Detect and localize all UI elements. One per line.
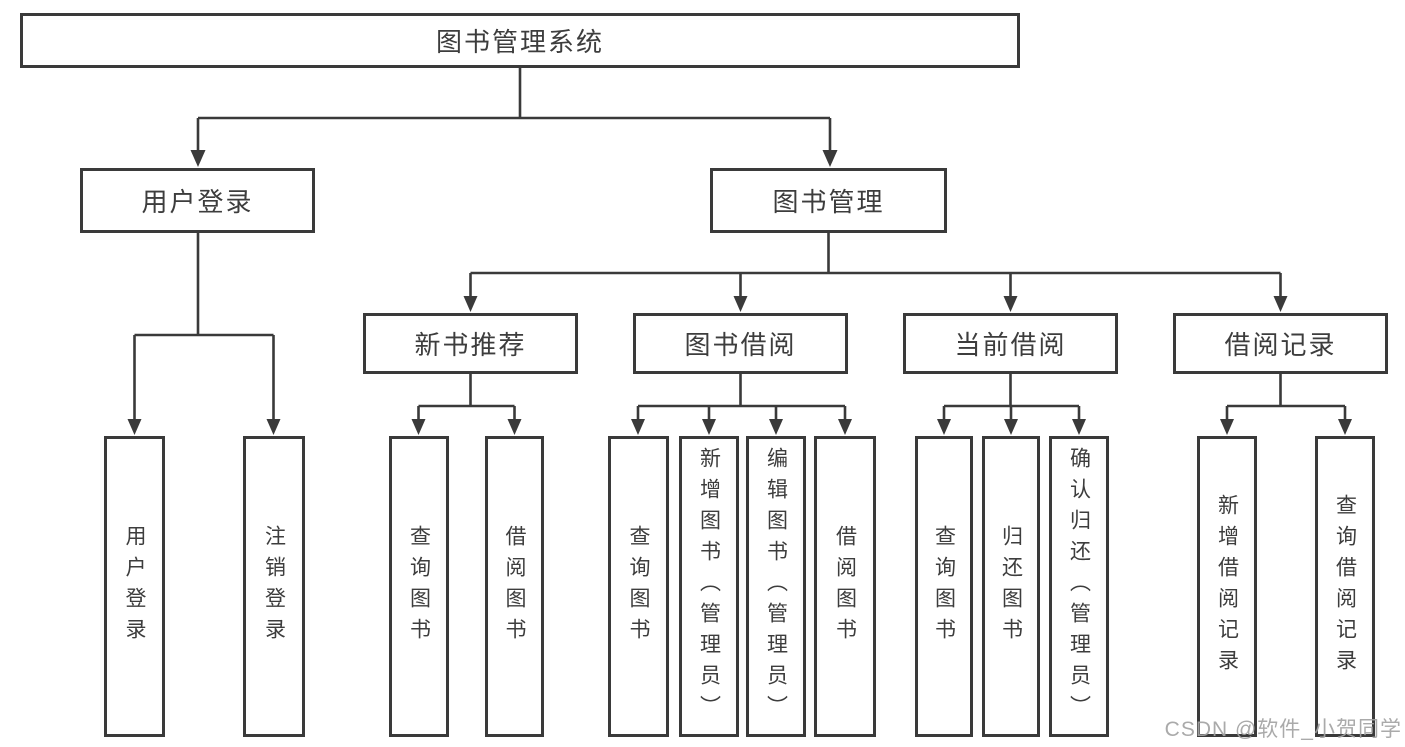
node-label: 新书推荐	[414, 330, 527, 360]
node-current-borrowing: 当前借阅	[903, 313, 1118, 374]
tree-edges	[133, 68, 1347, 421]
node-root-library-system: 图书管理系统	[20, 13, 1020, 68]
leaf-label: 借阅图书	[833, 524, 857, 649]
arrowhead	[1072, 419, 1086, 435]
leaf-current-return-books: 归还图书	[982, 436, 1040, 737]
leaf-label: 新增图书（管理员）	[697, 447, 721, 726]
arrowhead	[1004, 419, 1018, 435]
arrowhead	[1220, 419, 1234, 435]
arrowhead	[1338, 419, 1352, 435]
leaf-label: 归还图书	[999, 524, 1023, 649]
node-book-borrowing: 图书借阅	[633, 313, 848, 374]
arrowhead	[838, 419, 852, 435]
leaf-label: 新增借阅记录	[1215, 493, 1239, 680]
arrowhead	[411, 419, 426, 435]
arrowheads	[127, 150, 1352, 435]
leaf-label: 查询图书	[932, 524, 956, 649]
leaf-label: 借阅图书	[503, 524, 526, 649]
leaf-current-confirm-return-admin: 确认归还（管理员）	[1049, 436, 1109, 737]
leaf-records-add-record: 新增借阅记录	[1197, 436, 1257, 737]
node-label: 用户登录	[141, 187, 254, 217]
arrowhead	[702, 419, 716, 435]
arrowhead	[1003, 296, 1018, 312]
leaf-current-query-books: 查询图书	[915, 436, 973, 737]
leaf-borrowing-add-books-admin: 新增图书（管理员）	[679, 436, 739, 737]
node-label: 图书借阅	[684, 330, 797, 360]
arrowhead	[190, 150, 206, 167]
node-book-management: 图书管理	[710, 168, 947, 233]
leaf-label: 查询图书	[407, 524, 431, 649]
leaf-label: 确认归还（管理员）	[1067, 447, 1091, 726]
node-new-book-recommend: 新书推荐	[363, 313, 578, 374]
arrowhead	[127, 419, 142, 435]
leaf-borrowing-query-books: 查询图书	[608, 436, 669, 737]
leaf-records-query-record: 查询借阅记录	[1315, 436, 1375, 737]
leaf-label: 注销登录	[262, 524, 286, 649]
leaf-borrowing-borrow-books: 借阅图书	[814, 436, 876, 737]
leaf-user-login: 用户登录	[104, 436, 165, 737]
leaf-newbook-borrow-books: 借阅图书	[485, 436, 544, 737]
node-label: 借阅记录	[1224, 330, 1337, 360]
arrowhead	[266, 419, 281, 435]
node-label: 当前借阅	[954, 330, 1067, 360]
node-borrowing-records: 借阅记录	[1173, 313, 1388, 374]
arrowhead	[937, 419, 951, 435]
arrowhead	[463, 296, 478, 312]
csdn-watermark: CSDN @软件_小贺同学	[1164, 718, 1402, 741]
arrowhead	[1273, 296, 1288, 312]
arrowhead	[507, 419, 522, 435]
node-label: 图书管理	[772, 187, 885, 217]
arrowhead	[769, 419, 783, 435]
leaf-label: 查询图书	[627, 524, 650, 649]
leaf-newbook-query-books: 查询图书	[389, 436, 449, 737]
node-label: 图书管理系统	[435, 27, 604, 57]
leaf-label: 查询借阅记录	[1333, 493, 1357, 680]
node-user-login: 用户登录	[80, 168, 315, 233]
leaf-logout: 注销登录	[243, 436, 305, 737]
leaf-borrowing-edit-books-admin: 编辑图书（管理员）	[746, 436, 806, 737]
leaf-label: 编辑图书（管理员）	[764, 447, 788, 726]
leaf-label: 用户登录	[123, 524, 146, 649]
arrowhead	[822, 150, 838, 167]
arrowhead	[631, 419, 645, 435]
arrowhead	[733, 296, 748, 312]
